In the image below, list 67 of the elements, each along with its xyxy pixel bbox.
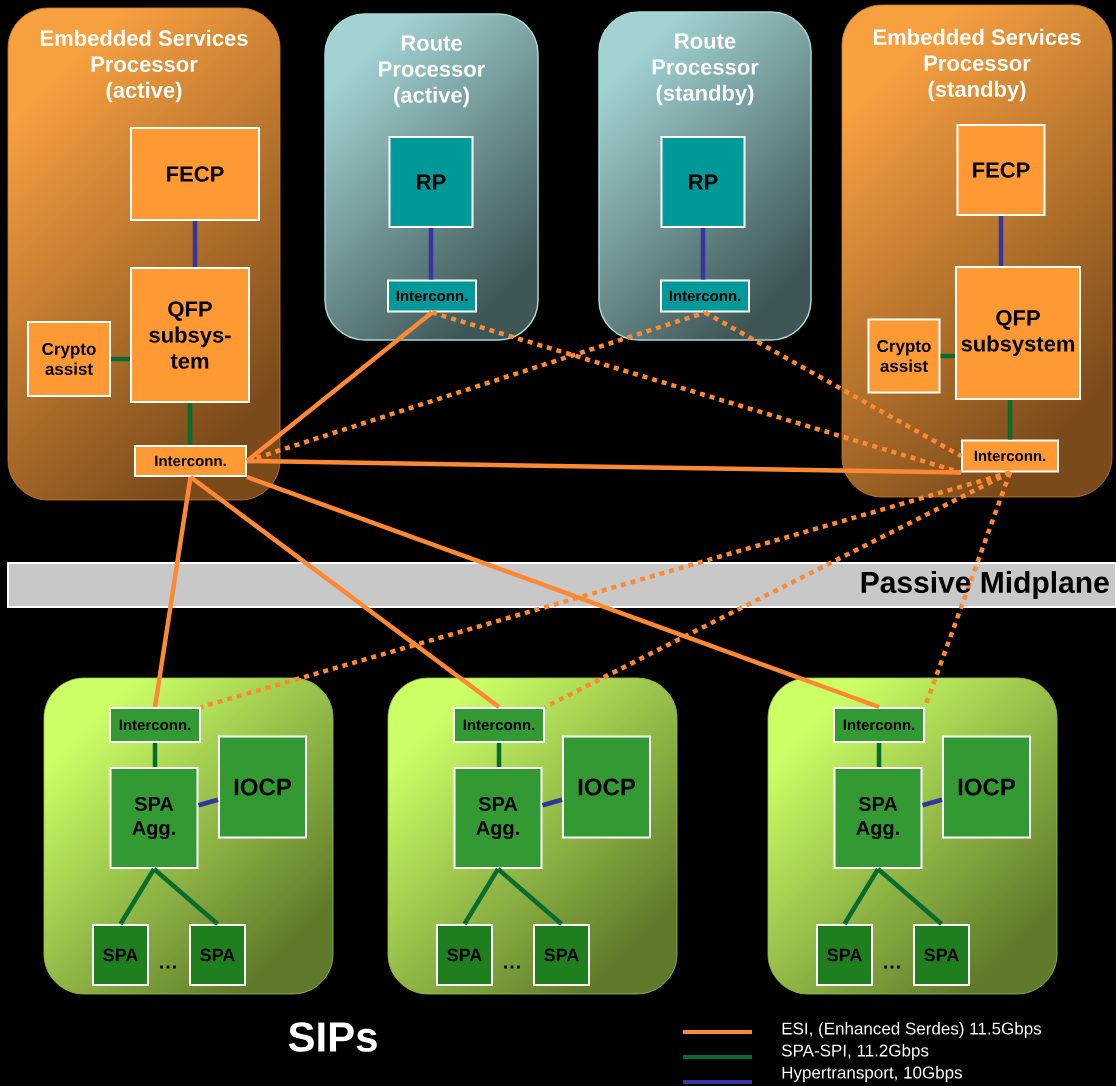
connector-line — [200, 470, 1011, 710]
component-box: Crypto assist — [867, 318, 941, 394]
component-box: FECP — [130, 127, 260, 221]
component-box: Interconn. — [833, 707, 925, 743]
connector-line — [876, 867, 943, 926]
component-box: SPA Agg. — [109, 767, 199, 869]
sip-card — [43, 677, 334, 995]
component-box: RP — [388, 136, 474, 228]
component-box: RP — [660, 136, 746, 228]
legend-text: ESI, (Enhanced Serdes) 11.5Gbps — [782, 1022, 1042, 1038]
component-box: SPA Agg. — [833, 767, 923, 869]
component-box: SPA — [533, 924, 590, 986]
connector-line — [111, 356, 130, 362]
legend-text: Hypertransport, 10Gbps — [782, 1066, 962, 1082]
section-title: SIPs — [288, 1022, 377, 1052]
connector-line — [703, 310, 963, 458]
component-box: QFP subsystem — [955, 266, 1081, 400]
connector-line — [700, 228, 706, 280]
connector-line — [1007, 400, 1013, 440]
component-box: IOCP — [218, 735, 307, 839]
component-box: SPA Agg. — [453, 767, 543, 869]
connector-line — [431, 310, 962, 475]
connector-line — [496, 867, 563, 926]
component-box: SPA — [436, 924, 493, 986]
component-box: Interconn. — [453, 707, 545, 743]
connector-line — [496, 743, 502, 767]
connector-line — [921, 797, 943, 808]
connector-line — [246, 474, 880, 710]
component-box: Crypto assist — [27, 321, 111, 397]
connector-line — [842, 867, 880, 926]
component-box: SPA — [92, 924, 149, 986]
legend-text: SPA-SPI, 11.2Gbps — [782, 1044, 929, 1060]
component-box: Interconn. — [961, 439, 1059, 473]
component-box: Interconn. — [109, 707, 201, 743]
connector-line — [189, 475, 501, 709]
connector-line — [544, 470, 1012, 709]
component-box: Interconn. — [134, 445, 247, 477]
component-box: QFP subsys-tem — [130, 267, 250, 403]
connector-line — [246, 310, 706, 464]
connector-line — [462, 867, 500, 926]
sip-card — [387, 677, 678, 995]
component-box: Interconn. — [660, 279, 750, 313]
connector-line — [428, 228, 434, 280]
connector-line — [541, 797, 563, 808]
connector-line — [152, 867, 219, 926]
midplane-label: Passive Midplane — [861, 571, 1109, 599]
connector-line — [118, 867, 156, 926]
connector-line — [998, 216, 1004, 266]
component-box: SPA — [189, 924, 246, 986]
component-box: SPA — [913, 924, 970, 986]
connector-line — [152, 476, 193, 708]
connector-line — [187, 403, 193, 445]
component-box: IOCP — [942, 735, 1031, 839]
ellipsis-text: … — [504, 965, 520, 969]
connector-line — [245, 310, 434, 463]
ellipsis-text: … — [884, 965, 900, 969]
connector-line — [876, 743, 882, 767]
connector-line — [940, 353, 955, 359]
connector-line — [197, 797, 219, 808]
connector-line — [192, 221, 198, 267]
connector-line — [152, 743, 158, 767]
component-box: Interconn. — [387, 279, 477, 313]
component-box: SPA — [816, 924, 873, 986]
component-box: FECP — [956, 124, 1046, 216]
component-box: IOCP — [562, 735, 651, 839]
ellipsis-text: … — [160, 965, 176, 969]
sip-card — [767, 677, 1058, 995]
